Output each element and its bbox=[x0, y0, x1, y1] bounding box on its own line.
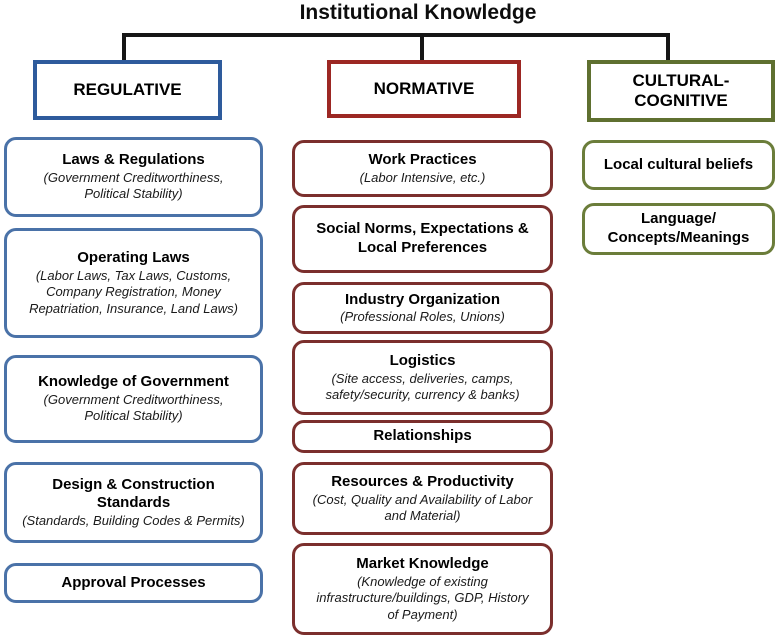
box-language-concepts-meanings: Language/ Concepts/Meanings bbox=[582, 203, 775, 255]
box-title: Language/ Concepts/Meanings bbox=[607, 210, 750, 246]
box-subtitle: (Site access, deliveries, camps, safety/… bbox=[325, 370, 520, 402]
header-regulative: REGULATIVE bbox=[33, 60, 222, 120]
box-title: Social Norms, Expectations & Local Prefe… bbox=[316, 220, 529, 256]
box-design-construction-standards: Design & Construction Standards (Standar… bbox=[4, 462, 263, 543]
box-subtitle: (Professional Roles, Unions) bbox=[340, 309, 505, 325]
box-title: Local cultural beliefs bbox=[603, 155, 754, 173]
box-title: Laws & Regulations bbox=[62, 151, 205, 169]
box-work-practices: Work Practices (Labor Intensive, etc.) bbox=[292, 140, 553, 197]
box-approval-processes: Approval Processes bbox=[4, 563, 263, 603]
box-subtitle: (Standards, Building Codes & Permits) bbox=[22, 513, 245, 529]
box-title: Work Practices bbox=[368, 151, 477, 168]
box-subtitle: (Government Creditworthiness, Political … bbox=[43, 170, 224, 202]
box-industry-organization: Industry Organization (Professional Role… bbox=[292, 282, 553, 334]
box-knowledge-of-government: Knowledge of Government (Government Cred… bbox=[4, 355, 263, 443]
box-title: Relationships bbox=[373, 427, 472, 445]
box-title: Operating Laws bbox=[77, 249, 190, 267]
box-logistics: Logistics (Site access, deliveries, camp… bbox=[292, 340, 553, 415]
box-social-norms: Social Norms, Expectations & Local Prefe… bbox=[292, 205, 553, 273]
box-subtitle: (Labor Intensive, etc.) bbox=[359, 169, 486, 185]
connector-stub-normative bbox=[420, 33, 424, 63]
header-cultural-cognitive: CULTURAL- COGNITIVE bbox=[587, 60, 775, 122]
box-market-knowledge: Market Knowledge (Knowledge of existing … bbox=[292, 543, 553, 635]
connector-stub-cultural bbox=[666, 33, 670, 61]
header-normative: NORMATIVE bbox=[327, 60, 521, 118]
box-title: Approval Processes bbox=[61, 573, 206, 591]
box-title: Market Knowledge bbox=[356, 555, 489, 573]
box-relationships: Relationships bbox=[292, 420, 553, 453]
box-operating-laws: Operating Laws (Labor Laws, Tax Laws, Cu… bbox=[4, 228, 263, 338]
box-subtitle: (Cost, Quality and Availability of Labor… bbox=[312, 491, 533, 523]
box-title: Industry Organization bbox=[344, 290, 500, 308]
box-subtitle: (Knowledge of existing infrastructure/bu… bbox=[316, 574, 529, 622]
box-title: Knowledge of Government bbox=[38, 373, 229, 391]
box-subtitle: (Labor Laws, Tax Laws, Customs, Company … bbox=[29, 268, 238, 316]
box-title: Resources & Productivity bbox=[331, 472, 514, 490]
box-title: Logistics bbox=[389, 351, 456, 369]
diagram-title: Institutional Knowledge bbox=[299, 1, 537, 24]
box-title: Design & Construction Standards bbox=[52, 475, 215, 512]
box-local-cultural-beliefs: Local cultural beliefs bbox=[582, 140, 775, 190]
box-subtitle: (Government Creditworthiness, Political … bbox=[43, 392, 224, 424]
connector-horizontal-line bbox=[122, 33, 670, 37]
box-resources-productivity: Resources & Productivity (Cost, Quality … bbox=[292, 462, 553, 535]
connector-stub-regulative bbox=[122, 33, 126, 61]
box-laws-regulations: Laws & Regulations (Government Creditwor… bbox=[4, 137, 263, 217]
